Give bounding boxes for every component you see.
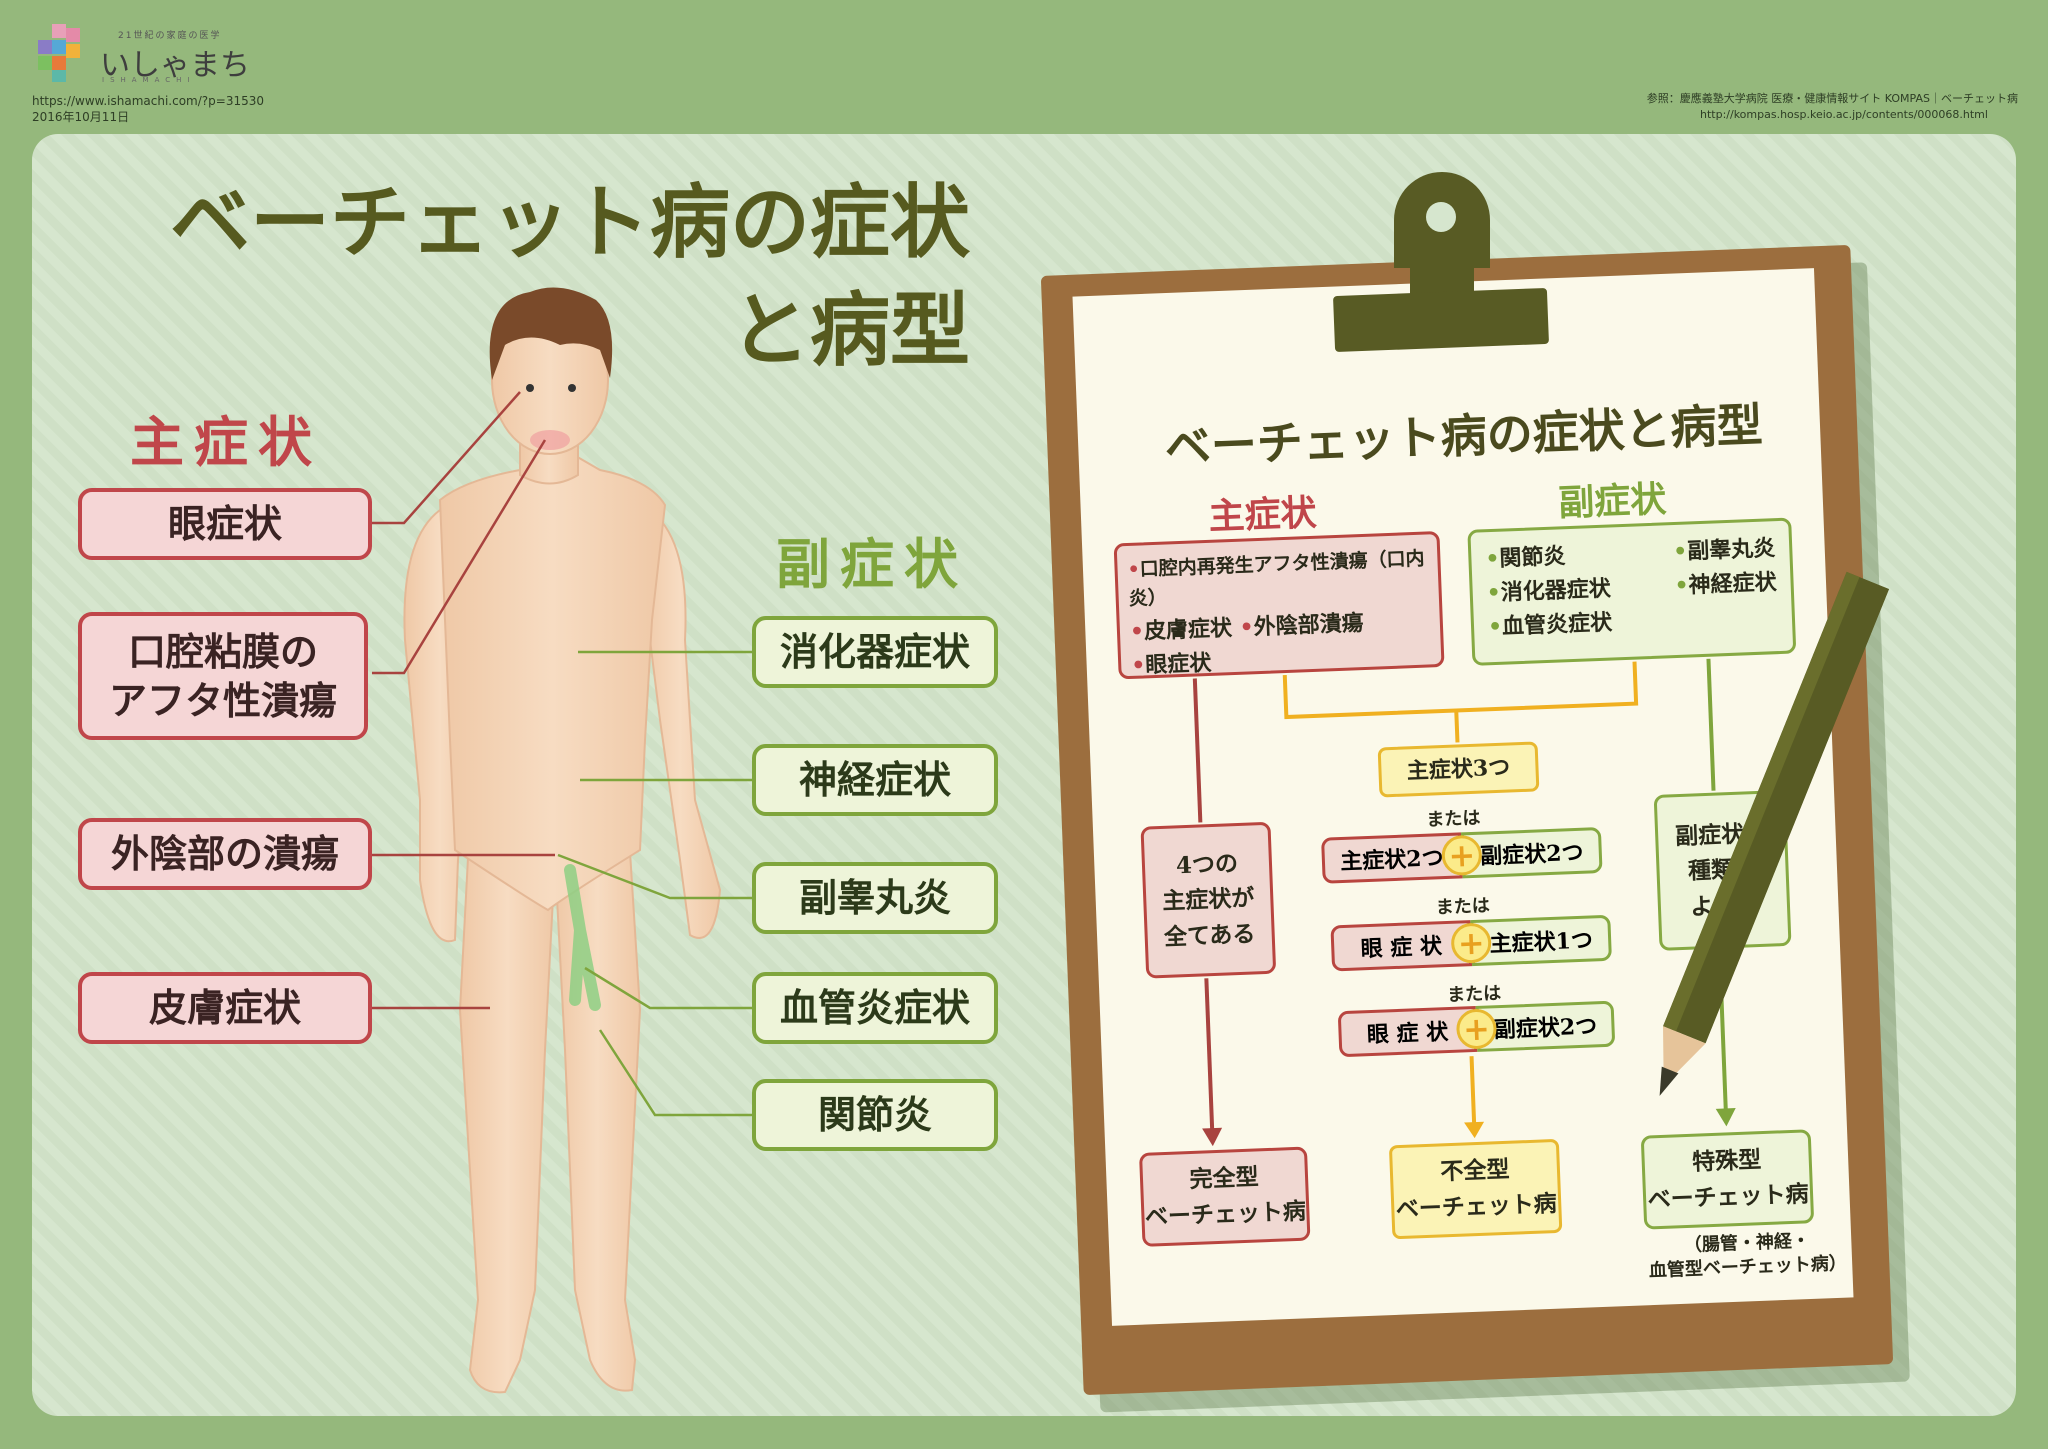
main-symptom-skin: 皮膚症状 <box>78 972 372 1044</box>
sub-symptom-neural: 神経症状 <box>752 744 998 816</box>
list-item: 口腔内再発生アフタ性潰瘍（口内炎） <box>1128 547 1425 611</box>
sub-symptom-arthritis: 関節炎 <box>752 1079 998 1151</box>
reference-url[interactable]: http://kompas.hosp.keio.ac.jp/contents/0… <box>1700 108 1988 121</box>
sub-symptom-vasculitis: 血管炎症状 <box>752 972 998 1044</box>
combo-right: 副症状2つ <box>1475 1000 1616 1052</box>
list-item: 関節炎 <box>1499 543 1566 572</box>
logo-romaji: ISHAMACHI <box>102 76 196 84</box>
hair <box>489 287 613 380</box>
main-symptom-list: 口腔内再発生アフタ性潰瘍（口内炎） 皮膚症状 外陰部潰瘍 眼症状 <box>1113 531 1445 680</box>
sub-symptom-list: 関節炎 副睾丸炎 消化器症状 神経症状 血管炎症状 <box>1467 517 1797 666</box>
logo-tagline: 21世紀の家庭の医学 <box>118 31 222 41</box>
title-line-1: ベーチェット病の症状 <box>170 175 970 269</box>
main-symptoms-heading: 主症状 <box>130 410 322 474</box>
clip-hole <box>1426 202 1456 232</box>
result-complete-type: 完全型 ベーチェット病 <box>1139 1146 1311 1247</box>
sub-symptom-digestive: 消化器症状 <box>752 616 998 688</box>
human-figure <box>403 305 722 1394</box>
list-item: 外陰部潰瘍 <box>1253 609 1365 641</box>
board-main-heading: 主症状 <box>1207 491 1318 538</box>
sub-symptom-epididymitis: 副睾丸炎 <box>752 862 998 934</box>
combo-right: 主症状1つ <box>1470 914 1612 967</box>
special-type-note: （腸管・神経・ 血管型ベーチェット病） <box>1648 1230 1848 1282</box>
logo-icon <box>32 22 96 86</box>
flowchart: ベーチェット病の症状と病型 主症状 副症状 口腔内再発生アフタ性潰瘍（口内炎） … <box>1074 366 1870 1354</box>
logo-text: いしゃまち <box>100 48 250 83</box>
list-item: 副睾丸炎 <box>1686 535 1776 565</box>
list-item: 血管炎症状 <box>1501 609 1613 640</box>
complete-type-condition: 4つの 主症状が 全てある <box>1140 821 1277 979</box>
result-incomplete-type: 不全型 ベーチェット病 <box>1388 1138 1563 1240</box>
list-item: 眼症状 <box>1144 649 1212 679</box>
board-sub-heading: 副症状 <box>1557 478 1668 525</box>
source-url[interactable]: https://www.ishamachi.com/?p=31530 <box>32 94 264 108</box>
blood-vessel-highlight <box>564 864 601 1011</box>
result-special-type: 特殊型 ベーチェット病 <box>1640 1129 1815 1230</box>
flow-arrows <box>1192 658 1736 1147</box>
or-label: または <box>1426 807 1481 831</box>
or-label: または <box>1446 982 1502 1007</box>
or-label: または <box>1435 895 1491 919</box>
main-symptom-oral-ulcer: 口腔粘膜の アフタ性潰瘍 <box>78 612 368 740</box>
main-symptom-eye: 眼症状 <box>78 488 372 560</box>
sub-symptoms-heading: 副症状 <box>776 532 968 596</box>
combo-right: 副症状2つ <box>1460 827 1603 879</box>
condition-main3: 主症状3つ <box>1377 741 1540 798</box>
clip-base <box>1333 287 1549 353</box>
publish-date: 2016年10月11日 <box>32 110 130 124</box>
title-line-2: と病型 <box>730 283 970 377</box>
list-item: 皮膚症状 <box>1143 614 1233 645</box>
page-title: ベーチェット病の症状 と病型 <box>110 168 970 384</box>
reference-text: 参照：慶應義塾大学病院 医療・健康情報サイト KOMPAS｜ベーチェット病 <box>1646 92 2018 105</box>
list-item: 神経症状 <box>1688 569 1778 599</box>
pencil-icon <box>1659 571 1890 1096</box>
list-item: 消化器症状 <box>1500 575 1612 606</box>
main-symptom-genital-ulcer: 外陰部の潰瘍 <box>78 818 372 890</box>
mouth-redness <box>530 430 570 450</box>
